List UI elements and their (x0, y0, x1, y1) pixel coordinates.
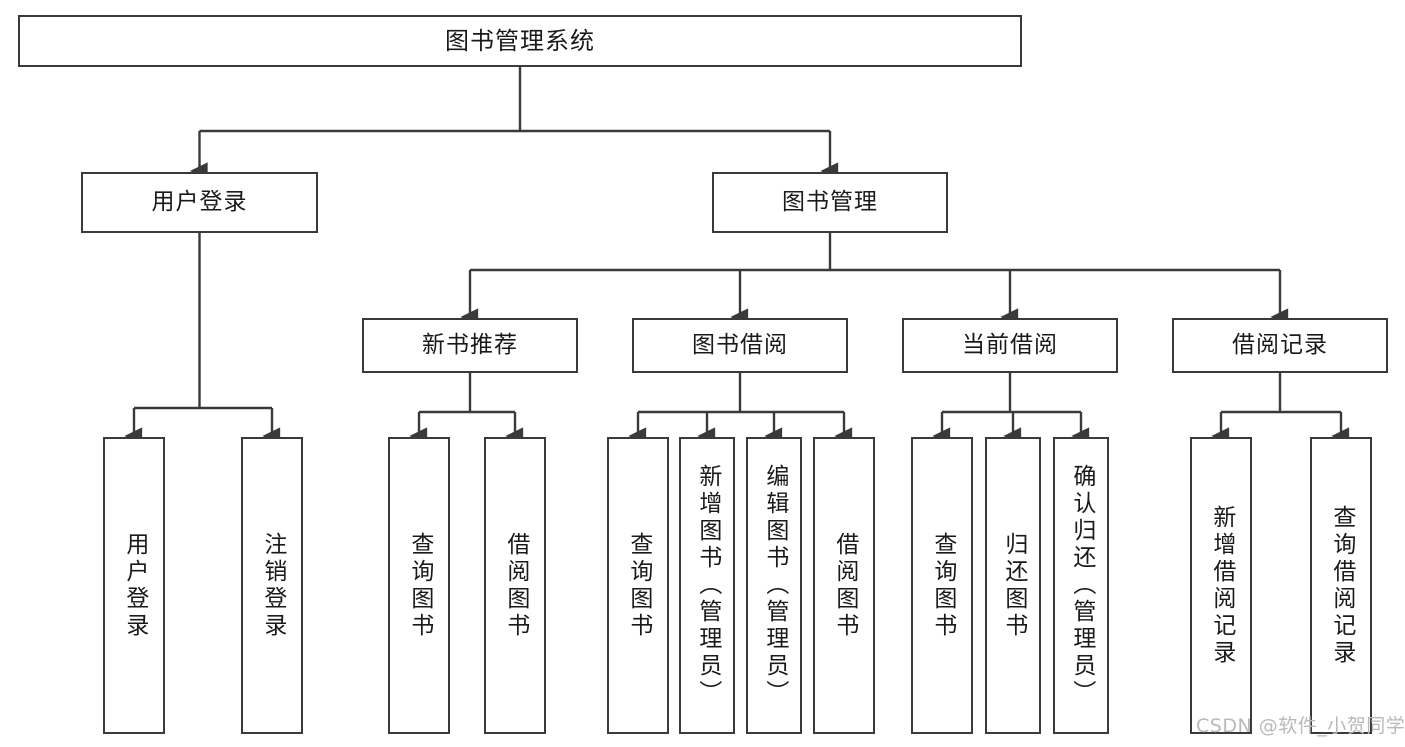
node-label: 新增图书（管理员） (694, 464, 721, 707)
node-add-borrow-record[interactable]: 新增借阅记录 (1190, 437, 1252, 734)
node-edit-book-admin[interactable]: 编辑图书（管理员） (746, 437, 802, 734)
node-new-book-recommend[interactable]: 新书推荐 (362, 318, 578, 373)
node-borrow-book-newbook[interactable]: 借阅图书 (484, 437, 546, 734)
node-label: 注销登录 (259, 531, 286, 640)
node-query-book-current[interactable]: 查询图书 (911, 437, 973, 734)
node-label: 查询借阅记录 (1328, 504, 1355, 667)
node-query-book-borrow[interactable]: 查询图书 (607, 437, 669, 734)
node-return-book[interactable]: 归还图书 (985, 437, 1041, 734)
node-label: 图书借阅 (692, 331, 788, 358)
node-label: 当前借阅 (962, 331, 1058, 358)
node-user-login-leaf[interactable]: 用户登录 (103, 437, 165, 734)
csdn-watermark: CSDN @软件_小贺同学 (1196, 715, 1405, 737)
node-label: 查询图书 (625, 531, 652, 640)
node-label: 新增借阅记录 (1208, 504, 1235, 667)
node-book-management-group[interactable]: 图书管理 (712, 172, 948, 233)
node-label: 用户登录 (121, 531, 148, 640)
node-query-borrow-record[interactable]: 查询借阅记录 (1310, 437, 1372, 734)
node-confirm-return-admin[interactable]: 确认归还（管理员） (1053, 437, 1109, 734)
node-root-system[interactable]: 图书管理系统 (18, 15, 1022, 67)
node-label: 借阅图书 (502, 531, 529, 640)
node-current-borrow[interactable]: 当前借阅 (902, 318, 1118, 373)
node-label: 借阅图书 (831, 531, 858, 640)
node-user-login-group[interactable]: 用户登录 (81, 172, 318, 233)
node-label: 新书推荐 (422, 331, 518, 358)
node-query-book-newbook[interactable]: 查询图书 (388, 437, 450, 734)
node-label: 确认归还（管理员） (1068, 464, 1095, 707)
node-label: 编辑图书（管理员） (761, 464, 788, 707)
node-label: 图书管理系统 (445, 26, 595, 55)
node-borrow-records[interactable]: 借阅记录 (1172, 318, 1388, 373)
node-borrow-book-leaf[interactable]: 借阅图书 (813, 437, 875, 734)
node-label: 查询图书 (929, 531, 956, 640)
node-add-book-admin[interactable]: 新增图书（管理员） (679, 437, 735, 734)
node-label: 查询图书 (406, 531, 433, 640)
node-user-logout-leaf[interactable]: 注销登录 (241, 437, 303, 734)
node-book-borrow[interactable]: 图书借阅 (632, 318, 848, 373)
node-label: 借阅记录 (1232, 331, 1328, 358)
node-label: 用户登录 (151, 188, 248, 215)
node-label: 归还图书 (1000, 531, 1027, 640)
node-label: 图书管理 (782, 188, 878, 215)
